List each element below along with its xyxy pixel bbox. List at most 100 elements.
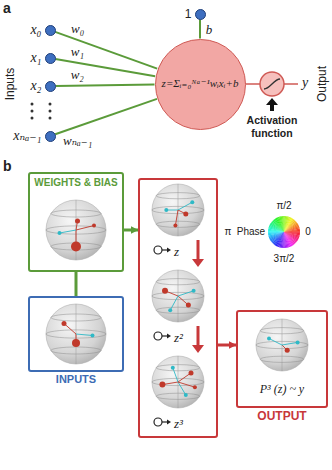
state-dot: [186, 303, 191, 308]
bloch-sphere: [152, 270, 204, 322]
phase-wedge: [284, 232, 300, 234]
step-arrow-head: [192, 259, 204, 267]
phase-wedge: [268, 228, 284, 232]
phase-wedge: [284, 216, 288, 232]
power-box: z z² z³: [138, 178, 218, 438]
measure-arrow-head: [167, 334, 171, 339]
bloch-sphere: [256, 319, 308, 371]
state-vector: [170, 296, 178, 310]
connector: [218, 344, 236, 347]
node-text: WEIGHTS & BIAS: [34, 177, 117, 189]
bloch-sphere: [46, 200, 106, 260]
state-vector: [76, 334, 93, 336]
input-node: x₂: [45, 81, 56, 92]
bloch-sphere: [152, 356, 204, 408]
phase-wedge: [284, 217, 290, 232]
phase-wedge: [284, 232, 300, 237]
measure-arrow-head: [167, 248, 171, 253]
phase-wedge: [284, 216, 286, 232]
state-dot: [91, 334, 95, 338]
input-node: x₀: [45, 25, 56, 36]
state-dot: [71, 242, 81, 252]
measure-arrow-head: [167, 420, 171, 425]
activation-link: [246, 83, 261, 85]
phase-wedge: [284, 232, 299, 238]
dot: [49, 110, 52, 113]
state-dot: [296, 340, 300, 344]
state-dot: [159, 382, 165, 388]
phase-tick: 3π/2: [274, 253, 295, 265]
node-text: z: [174, 244, 179, 260]
state-vector: [269, 339, 282, 346]
phase-wedge: [280, 232, 284, 248]
connector: [199, 20, 201, 39]
node-text: z²: [174, 330, 183, 346]
state-dot: [285, 348, 290, 353]
connector: [56, 85, 155, 86]
phase-wheel: [268, 216, 300, 248]
state-vector: [178, 382, 195, 387]
phase-wedge: [269, 226, 284, 232]
connector: [55, 99, 157, 134]
node-text: xₙₐ₋₁: [13, 128, 41, 145]
measure-circle: [154, 418, 162, 426]
node-text: z=Σᵢ₌₀ᴺᵃ⁻¹wᵢxᵢ+b: [162, 77, 239, 90]
state-vector: [178, 202, 192, 210]
node-text: x₁: [30, 50, 41, 67]
axis-label: Inputs: [3, 68, 17, 101]
weight-label: w₂: [70, 67, 85, 80]
dot: [31, 117, 34, 120]
state-dot: [171, 366, 175, 370]
phase-wedge: [284, 216, 289, 232]
bias-node: 1: [195, 9, 206, 20]
output-box: P³ (z) ~ yOUTPUT: [236, 310, 328, 408]
inputs-box: INPUTS: [28, 296, 124, 372]
state-dot: [168, 308, 172, 312]
connector: [55, 32, 157, 69]
activation-circle: [260, 72, 284, 96]
dot: [49, 117, 52, 120]
sphere-body: [152, 356, 204, 408]
connector: [75, 272, 78, 296]
node-text: INPUTS: [56, 373, 96, 386]
sphere-body: [256, 319, 308, 371]
weight-label: wₙₐ₋₁: [62, 134, 93, 147]
phase-wedge: [268, 227, 284, 232]
pointer-arrow: [266, 98, 278, 111]
measure-circle: [154, 332, 162, 340]
phase-tick: π/2: [276, 200, 291, 212]
node-text: x₀: [30, 22, 41, 39]
annotation: Activation function: [239, 114, 305, 139]
dot: [31, 103, 34, 106]
weight-label: w₁: [70, 44, 85, 57]
node-text: OUTPUT: [257, 409, 306, 423]
phase-tick: 0: [305, 226, 311, 238]
output-line: [284, 83, 298, 85]
dot: [31, 110, 34, 113]
input-node: xₙₐ₋₁: [45, 131, 56, 142]
state-dot: [162, 288, 168, 294]
state-dot: [192, 289, 196, 293]
state-dot: [189, 370, 194, 375]
phase-wedge: [284, 232, 300, 236]
state-vector: [178, 291, 194, 296]
step-arrow-line: [197, 326, 200, 347]
state-dot: [183, 211, 188, 216]
node-text: z³: [174, 416, 183, 432]
state-dot: [75, 219, 80, 224]
phase-wedge: [279, 232, 284, 248]
connector: [124, 229, 138, 232]
phase-wedge: [282, 232, 284, 248]
state-vector: [173, 368, 178, 382]
bloch-sphere: [46, 304, 106, 364]
weights-box: WEIGHTS & BIAS: [28, 172, 124, 272]
weight-label: b: [205, 23, 214, 36]
step-arrow-head: [192, 345, 204, 353]
bloch-sphere: [152, 184, 204, 236]
phase-wedge: [278, 232, 284, 247]
state-dot: [184, 393, 188, 397]
state-vector: [175, 210, 178, 226]
measure-circle: [154, 246, 162, 254]
step-arrow-line: [197, 240, 200, 261]
phase-wedge: [268, 230, 284, 232]
